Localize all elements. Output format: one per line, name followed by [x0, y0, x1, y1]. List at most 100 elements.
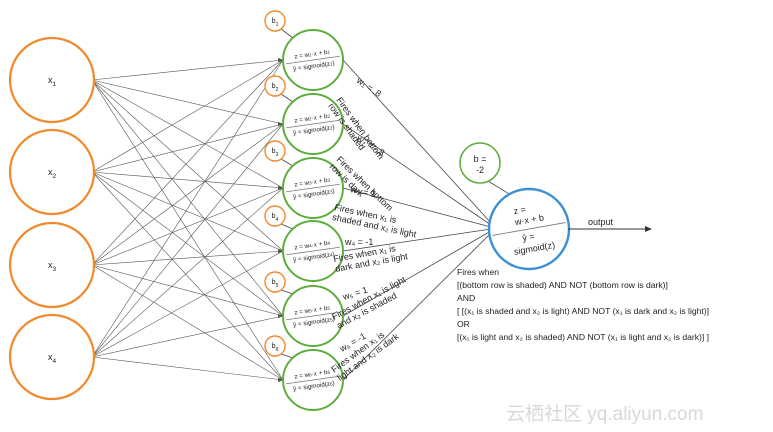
edge-input-1-hidden-4: [91, 79, 284, 252]
bias-node-label: b5: [272, 279, 279, 289]
explanation-line-2: [(bottom row is shaded) AND NOT (bottom …: [457, 280, 668, 290]
edge-input-4-hidden-3: [91, 187, 284, 358]
edge-input-2-hidden-6: [91, 171, 284, 381]
edge-hidden-3-output: [342, 187, 492, 228]
output-label: output: [588, 217, 614, 227]
hidden-z-formula: z = w2·x + b2: [294, 113, 331, 125]
edge-arrowhead: [278, 186, 283, 190]
edge-hidden-2-output: [342, 123, 492, 226]
bias-node-3: [264, 140, 286, 162]
output-z-label: z =: [513, 204, 527, 216]
input-node-label: x2: [48, 167, 57, 180]
edge-input-3-hidden-5: [91, 264, 284, 317]
hidden-z-formula: z = w6·x + b6: [294, 369, 331, 381]
edge-bias-6: [280, 353, 294, 359]
edge-input-3-hidden-2: [91, 123, 284, 266]
output-arrow: output: [568, 217, 652, 232]
edge-input-4-hidden-5: [91, 315, 284, 358]
input-node-label: x1: [48, 75, 57, 88]
edge-hidden-6-output: [342, 232, 492, 381]
hidden-node-formula: z = w5·x + b5ŷ = sigmoid(z5): [286, 305, 340, 329]
edge-input-1-hidden-5: [91, 79, 284, 317]
edge-input-2-hidden-3: [91, 171, 284, 189]
hidden-z-formula: z = w5·x + b5: [294, 305, 331, 317]
output-divider: [492, 222, 566, 236]
hidden-z-formula: z = w3·x + b3: [294, 177, 331, 189]
edge-input-1-hidden-1: [91, 59, 284, 81]
bias-node-label: b4: [272, 213, 279, 223]
input-node-label: x3: [48, 260, 57, 273]
edge-input-1-hidden-2: [91, 79, 284, 125]
edge-arrowhead: [278, 249, 283, 253]
edge-bias-4: [280, 223, 294, 230]
explanation-text: Fires when [(bottom row is shaded) AND N…: [457, 267, 709, 342]
bias-node-1: [264, 10, 286, 32]
explanation-line-4: [ [(x₁ is shaded and x₂ is light) AND NO…: [457, 306, 709, 316]
output-yhat-label: ŷ =: [522, 231, 536, 243]
bias-node-4: [264, 205, 286, 227]
formula-divider: [286, 311, 340, 321]
bias-node-2: [264, 75, 286, 97]
edge-hidden-5-output: [342, 230, 492, 317]
edge-input-4-hidden-6: [91, 356, 284, 381]
edge-input-2-hidden-2: [91, 123, 284, 173]
edge-input-2-hidden-1: [91, 59, 284, 173]
edge-hidden-4-output: [342, 228, 492, 252]
input-node-1: [8, 36, 96, 124]
input-node-label: x4: [48, 352, 57, 365]
output-bias-line-1: b =: [474, 154, 487, 164]
edge-input-1-hidden-6: [91, 79, 284, 381]
edge-input-3-hidden-1: [91, 59, 284, 266]
edge-bias-5: [280, 289, 294, 295]
hidden-z-formula: z = w1·x + b1: [294, 49, 331, 61]
edge-arrowhead: [278, 378, 283, 382]
bias-node-5: [264, 271, 286, 293]
formula-divider: [286, 375, 340, 385]
explanation-line-1: Fires when: [457, 267, 499, 277]
edge-input-2-hidden-4: [91, 171, 284, 252]
edge-input-1-hidden-3: [91, 79, 284, 189]
formula-divider: [286, 55, 340, 65]
edge-arrowhead: [278, 314, 283, 318]
edge-bias-3: [280, 158, 294, 167]
watermark: 云栖社区 yq.aliyun.com: [506, 403, 703, 425]
weight-label-4: w₄ = -1: [344, 237, 373, 247]
hidden-z-formula: z = w4·x + b4: [294, 240, 331, 252]
formula-divider: [286, 183, 340, 193]
weight-label-1: w₁ = .8: [354, 75, 383, 99]
output-bias-node: [459, 142, 501, 184]
edge-bias-2: [280, 93, 294, 103]
explanation-line-6: [(x₁ is light and x₂ is shaded) AND NOT …: [457, 332, 709, 342]
edge-input-3-hidden-4: [91, 250, 284, 266]
edge-hidden-1-output: [342, 59, 492, 224]
input-node-3: [8, 221, 96, 309]
edge-input-2-hidden-5: [91, 171, 284, 317]
bias-node-6: [264, 335, 286, 357]
connection-edges: [91, 28, 512, 382]
bias-node-label: b1: [272, 18, 279, 28]
explanation-line-5: OR: [457, 319, 470, 329]
output-bias-line-2: -2: [476, 165, 484, 175]
edge-input-4-hidden-4: [91, 250, 284, 358]
edge-bias-1: [280, 28, 294, 39]
edge-input-3-hidden-3: [91, 187, 284, 266]
edge-arrowhead: [278, 122, 283, 126]
input-node-2: [8, 128, 96, 216]
edge-output-bias: [487, 180, 512, 196]
bias-node-label: b2: [272, 83, 279, 93]
edge-input-4-hidden-1: [91, 59, 284, 358]
formula-divider: [286, 246, 340, 256]
formula-divider: [286, 119, 340, 129]
explanation-line-3: AND: [457, 293, 475, 303]
edge-input-4-hidden-2: [91, 123, 284, 358]
hidden-node-formula: z = w6·x + b6ŷ = sigmoid(z6): [286, 369, 340, 393]
edge-arrowhead: [278, 58, 283, 62]
input-node-4: [8, 313, 96, 401]
